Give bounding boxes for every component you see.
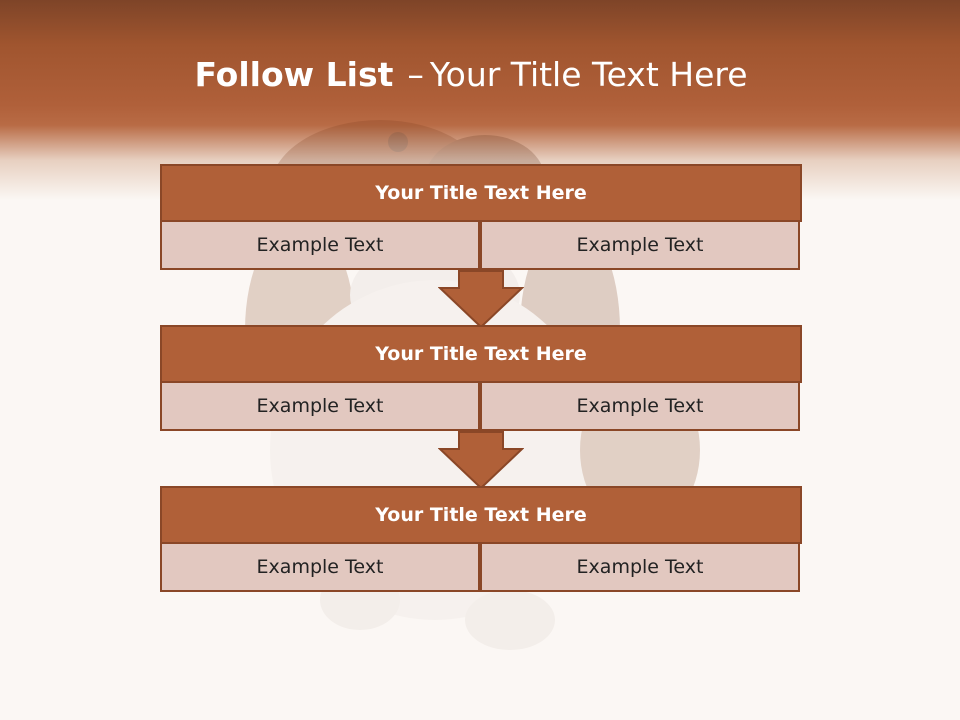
block-cell-left: Example Text bbox=[160, 542, 480, 592]
block-title: Your Title Text Here bbox=[160, 325, 802, 383]
block-cell-right: Example Text bbox=[480, 542, 800, 592]
slide-title-rest: Your Title Text Here bbox=[429, 55, 748, 94]
slide-title-bold: Follow List bbox=[194, 55, 394, 94]
block-title: Your Title Text Here bbox=[160, 486, 802, 544]
block-cell-left: Example Text bbox=[160, 220, 480, 270]
block-cell-right: Example Text bbox=[480, 381, 800, 431]
slide-title: Follow List–Your Title Text Here bbox=[0, 52, 942, 98]
slide-title-dash: – bbox=[407, 55, 424, 94]
down-arrow-icon bbox=[438, 431, 524, 489]
block-cell-right: Example Text bbox=[480, 220, 800, 270]
block-title: Your Title Text Here bbox=[160, 164, 802, 222]
down-arrow-icon bbox=[438, 270, 524, 328]
block-cell-left: Example Text bbox=[160, 381, 480, 431]
